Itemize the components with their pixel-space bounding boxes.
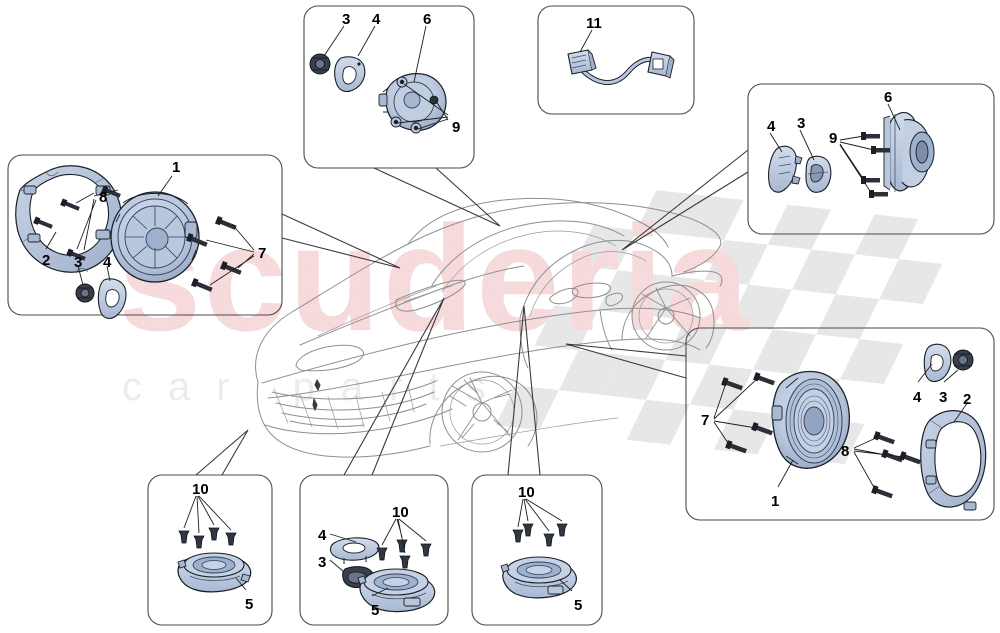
callout-pointer-tails	[195, 149, 749, 476]
part-2-mounting-ring	[15, 165, 123, 273]
leaders-right	[769, 103, 901, 195]
part-3-grommet-rear	[952, 349, 974, 371]
callout-label-1-bottom-right: 1	[771, 493, 780, 510]
part-group-rear-tweeter	[768, 103, 935, 198]
callout-label-3-top-left: 3	[74, 254, 83, 271]
leader-11	[579, 29, 593, 53]
callout-label-5-bottom-left: 5	[245, 596, 254, 613]
part-group-dash-tweeter	[309, 25, 449, 134]
part-10-clips-center	[376, 539, 432, 569]
callout-label-10-bottom-center2: 10	[518, 484, 535, 501]
leaders-bottom-left	[183, 495, 247, 591]
part-5-shelf-speaker-center	[357, 568, 436, 613]
part-group-shelf-speaker-left	[177, 495, 252, 593]
callout-label-7-top-left: 7	[258, 245, 267, 262]
leaders-top-center	[323, 25, 449, 130]
callout-label-2-bottom-right: 2	[963, 391, 972, 408]
tail-bottom-center2	[507, 305, 541, 476]
part-4-bracket-rear	[923, 343, 952, 383]
tail-bottom-left	[195, 429, 249, 476]
part-4-bracket-right	[768, 145, 803, 193]
callout-label-4-bottom-right: 4	[913, 389, 922, 406]
callout-box-bottom-left-frame	[147, 474, 273, 626]
callout-box-bottom-center2-frame	[471, 474, 603, 626]
part-3-grommet	[75, 283, 95, 303]
callout-label-9-right: 9	[829, 130, 838, 147]
callout-label-3-bottom-center: 3	[318, 554, 327, 571]
callout-label-9-top-center: 9	[452, 119, 461, 136]
car-illustration	[255, 197, 723, 458]
callout-label-4-top-left: 4	[103, 254, 112, 271]
callout-box-bottom-center-frame	[299, 474, 449, 626]
part-8-screws	[33, 185, 121, 261]
tail-right	[621, 149, 749, 251]
part-group-rear-woofer	[713, 343, 987, 511]
part-1-woofer-speaker	[110, 191, 200, 283]
callout-label-8-bottom-right: 8	[841, 443, 850, 460]
callout-label-4-bottom-center: 4	[318, 527, 327, 544]
leaders-bottom-right	[713, 363, 969, 492]
tail-top-center	[373, 167, 501, 227]
callout-box-right-frame	[747, 83, 995, 235]
callout-label-5-bottom-center2: 5	[574, 597, 583, 614]
callout-box-top-center-frame	[303, 5, 475, 169]
part-10-clips-right	[512, 523, 568, 547]
part-6-tweeter	[378, 73, 447, 134]
part-2-ring-rear	[920, 410, 987, 511]
part-4-bracket-plate	[97, 278, 127, 319]
callout-label-10-bottom-center: 10	[392, 504, 409, 521]
callout-label-6-top-center: 6	[423, 11, 432, 28]
callout-label-3-bottom-right: 3	[939, 389, 948, 406]
callout-box-bottom-right-frame	[685, 327, 995, 521]
part-group-front-door-woofer	[15, 165, 255, 319]
leaders-top-left	[45, 175, 255, 286]
tail-bottom-center	[343, 297, 445, 476]
part-4-plate-center	[329, 537, 380, 564]
callout-box-top-left-frame	[7, 154, 283, 316]
callout-label-2-top-left: 2	[42, 252, 51, 269]
callout-frames	[7, 5, 995, 626]
part-group-shelf-speaker-right	[500, 498, 577, 599]
connector-right	[647, 51, 675, 79]
callout-label-7-bottom-right: 7	[701, 412, 710, 429]
callout-label-8-top-left: 8	[99, 189, 108, 206]
leaders-bottom-center	[329, 518, 427, 597]
part-1-woofer-rear	[771, 370, 851, 469]
callout-label-11-top-right: 11	[586, 15, 602, 32]
part-5-shelf-speaker-left	[177, 552, 252, 593]
part-3-grommet-right	[805, 155, 832, 193]
part-3-grommet-top	[309, 53, 331, 75]
callout-label-5-bottom-center: 5	[371, 602, 380, 619]
callout-label-10-bottom-left: 10	[192, 481, 209, 498]
callout-label-3-right: 3	[797, 115, 806, 132]
callout-label-4-right: 4	[767, 118, 776, 135]
part-8-screws-rear	[871, 431, 921, 499]
part-group-wiring-harness	[567, 29, 675, 85]
callout-label-4-top-center: 4	[372, 11, 381, 28]
callout-box-top-right-frame	[537, 5, 695, 115]
watermark-sub-text: car parts	[122, 365, 512, 409]
part-5-shelf-speaker-right	[500, 556, 577, 599]
tail-top-left	[281, 213, 401, 269]
callout-label-1-top-left: 1	[172, 159, 181, 176]
callout-label-6-right: 6	[884, 89, 893, 106]
leaders-bottom-center2	[517, 498, 573, 592]
callout-label-3-top-center: 3	[342, 11, 351, 28]
part-4-bracket-top	[334, 56, 366, 93]
connector-left	[567, 49, 597, 75]
tail-bottom-right	[565, 343, 687, 379]
part-group-shelf-speaker-center	[329, 518, 436, 613]
part-7-screws	[185, 216, 242, 292]
part-10-clips-left	[178, 527, 237, 549]
